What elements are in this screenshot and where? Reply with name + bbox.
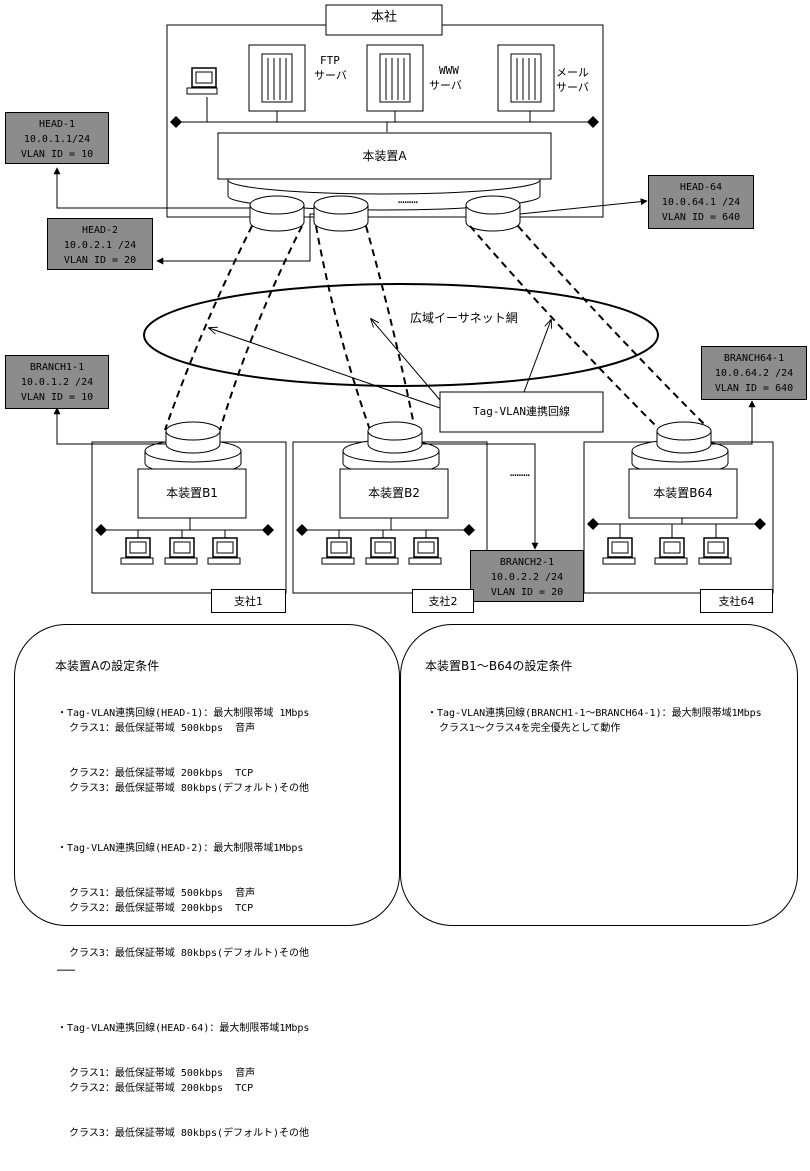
branch64-pc-icons bbox=[602, 537, 732, 565]
branch64-name: BRANCH64-1 bbox=[723, 353, 785, 364]
ftp-server-icon bbox=[248, 44, 306, 112]
branch2-device-label: 本装置B2 bbox=[368, 486, 420, 500]
tunnel-64 bbox=[469, 225, 711, 431]
head1-port-icon bbox=[249, 195, 305, 232]
branch64-device-disk bbox=[631, 421, 729, 475]
www-server-icon bbox=[366, 44, 424, 112]
head1-ip: 10.0.1.1/24 bbox=[23, 134, 91, 145]
tag-pointer-1 bbox=[209, 328, 441, 409]
head1-vlan: VLAN ID = 10 bbox=[20, 149, 94, 160]
branch1-arrow bbox=[53, 407, 166, 445]
branch1-device-disk bbox=[144, 421, 242, 475]
hq-lan-end-right bbox=[587, 116, 599, 128]
branch2-device-disk bbox=[342, 421, 440, 475]
head1-arrow bbox=[53, 167, 250, 209]
conditions-a-title: 本装置Aの設定条件 bbox=[55, 659, 160, 673]
head64-ip: 10.0.64.1 /24 bbox=[661, 197, 741, 208]
tunnel-1 bbox=[164, 225, 303, 431]
network-diagram bbox=[53, 4, 774, 594]
head2-box: HEAD-2 10.0.2.1 /24 VLAN ID = 20 bbox=[47, 218, 153, 270]
wan-label: 広域イーサネット網 bbox=[410, 311, 518, 325]
branch2-box: BRANCH2-1 10.0.2.2 /24 VLAN ID = 20 bbox=[470, 550, 584, 602]
head2-name: HEAD-2 bbox=[81, 225, 119, 236]
branch2-office-label: 支社2 bbox=[412, 589, 474, 613]
branch64-lan bbox=[587, 518, 766, 538]
branch2-pc-icons bbox=[321, 537, 442, 565]
branch1-device-box bbox=[137, 468, 247, 519]
mail-server-icon bbox=[497, 44, 555, 112]
branch1-name: BRANCH1-1 bbox=[29, 362, 85, 373]
conditions-b-lines: ・Tag-VLAN連携回線(BRANCH1-1～BRANCH64-1)：最大制限… bbox=[427, 708, 762, 734]
head1-box: HEAD-1 10.0.1.1/24 VLAN ID = 10 bbox=[5, 112, 109, 164]
branch1-vlan: VLAN ID = 10 bbox=[20, 392, 94, 403]
conditions-a-lines: ・Tag-VLAN連携回線(HEAD-1)：最大制限帯域 1Mbps クラス1：… bbox=[57, 708, 310, 1139]
hq-title-box bbox=[325, 4, 443, 36]
branch64-vlan: VLAN ID = 640 bbox=[714, 383, 794, 394]
head64-name: HEAD-64 bbox=[679, 182, 723, 193]
wan-cloud bbox=[143, 283, 659, 387]
branch2-device-box bbox=[339, 468, 449, 519]
head2-arrow bbox=[156, 213, 314, 265]
head64-vlan: VLAN ID = 640 bbox=[661, 212, 741, 223]
hq-pc-icon bbox=[186, 67, 218, 95]
conditions-b-title: 本装置B1～B64の設定条件 bbox=[425, 659, 573, 673]
branch64-box: BRANCH64-1 10.0.64.2 /24 VLAN ID = 640 bbox=[701, 346, 807, 400]
tag-pointer-3 bbox=[523, 320, 551, 393]
branch2-ip: 10.0.2.2 /24 bbox=[490, 572, 564, 583]
conditions-b-panel: 本装置B1～B64の設定条件 ・Tag-VLAN連携回線(BRANCH1-1～B… bbox=[400, 624, 798, 926]
branch1-device-label: 本装置B1 bbox=[166, 486, 218, 500]
branch64-office-label: 支社64 bbox=[700, 589, 773, 613]
hq-title: 本社 bbox=[370, 10, 397, 25]
conditions-a-panel: 本装置Aの設定条件 ・Tag-VLAN連携回線(HEAD-1)：最大制限帯域 1… bbox=[14, 624, 400, 1139]
head64-port-icon bbox=[465, 195, 521, 232]
branch1-ip: 10.0.1.2 /24 bbox=[20, 377, 94, 388]
branch64-device-box bbox=[628, 468, 738, 519]
branch1-office-label: 支社1 bbox=[211, 589, 286, 613]
branch-dots: ……… bbox=[510, 466, 530, 479]
head64-box: HEAD-64 10.0.64.1 /24 VLAN ID = 640 bbox=[648, 175, 754, 229]
head64-arrow bbox=[519, 198, 648, 215]
device-a-label: 本装置A bbox=[362, 149, 407, 163]
branch64-arrow bbox=[711, 400, 756, 445]
branch2-vlan: VLAN ID = 20 bbox=[490, 587, 564, 598]
branch2-name: BRANCH2-1 bbox=[499, 557, 555, 568]
branch2-arrow bbox=[422, 443, 539, 550]
tunnel-2 bbox=[315, 225, 416, 431]
branch1-box: BRANCH1-1 10.0.1.2 /24 VLAN ID = 10 bbox=[5, 355, 109, 409]
head2-port-icon bbox=[313, 195, 369, 232]
head2-ip: 10.0.2.1 /24 bbox=[63, 240, 137, 251]
head1-name: HEAD-1 bbox=[38, 119, 76, 130]
mail-server-label: メールサーバ bbox=[556, 66, 589, 94]
branch64-device-label: 本装置B64 bbox=[653, 486, 713, 500]
hq-lan-end-left bbox=[170, 116, 182, 128]
head2-vlan: VLAN ID = 20 bbox=[63, 255, 137, 266]
branch1-pc-icons bbox=[120, 537, 241, 565]
branch1-lan bbox=[95, 518, 274, 538]
hq-port-dots: ……… bbox=[398, 193, 418, 206]
branch2-lan bbox=[296, 518, 475, 538]
tag-pointer-2 bbox=[371, 319, 441, 401]
tag-vlan-label: Tag-VLAN連携回線 bbox=[473, 405, 570, 418]
tag-vlan-box bbox=[439, 391, 604, 433]
branch64-ip: 10.0.64.2 /24 bbox=[714, 368, 794, 379]
device-a-box bbox=[217, 132, 552, 180]
